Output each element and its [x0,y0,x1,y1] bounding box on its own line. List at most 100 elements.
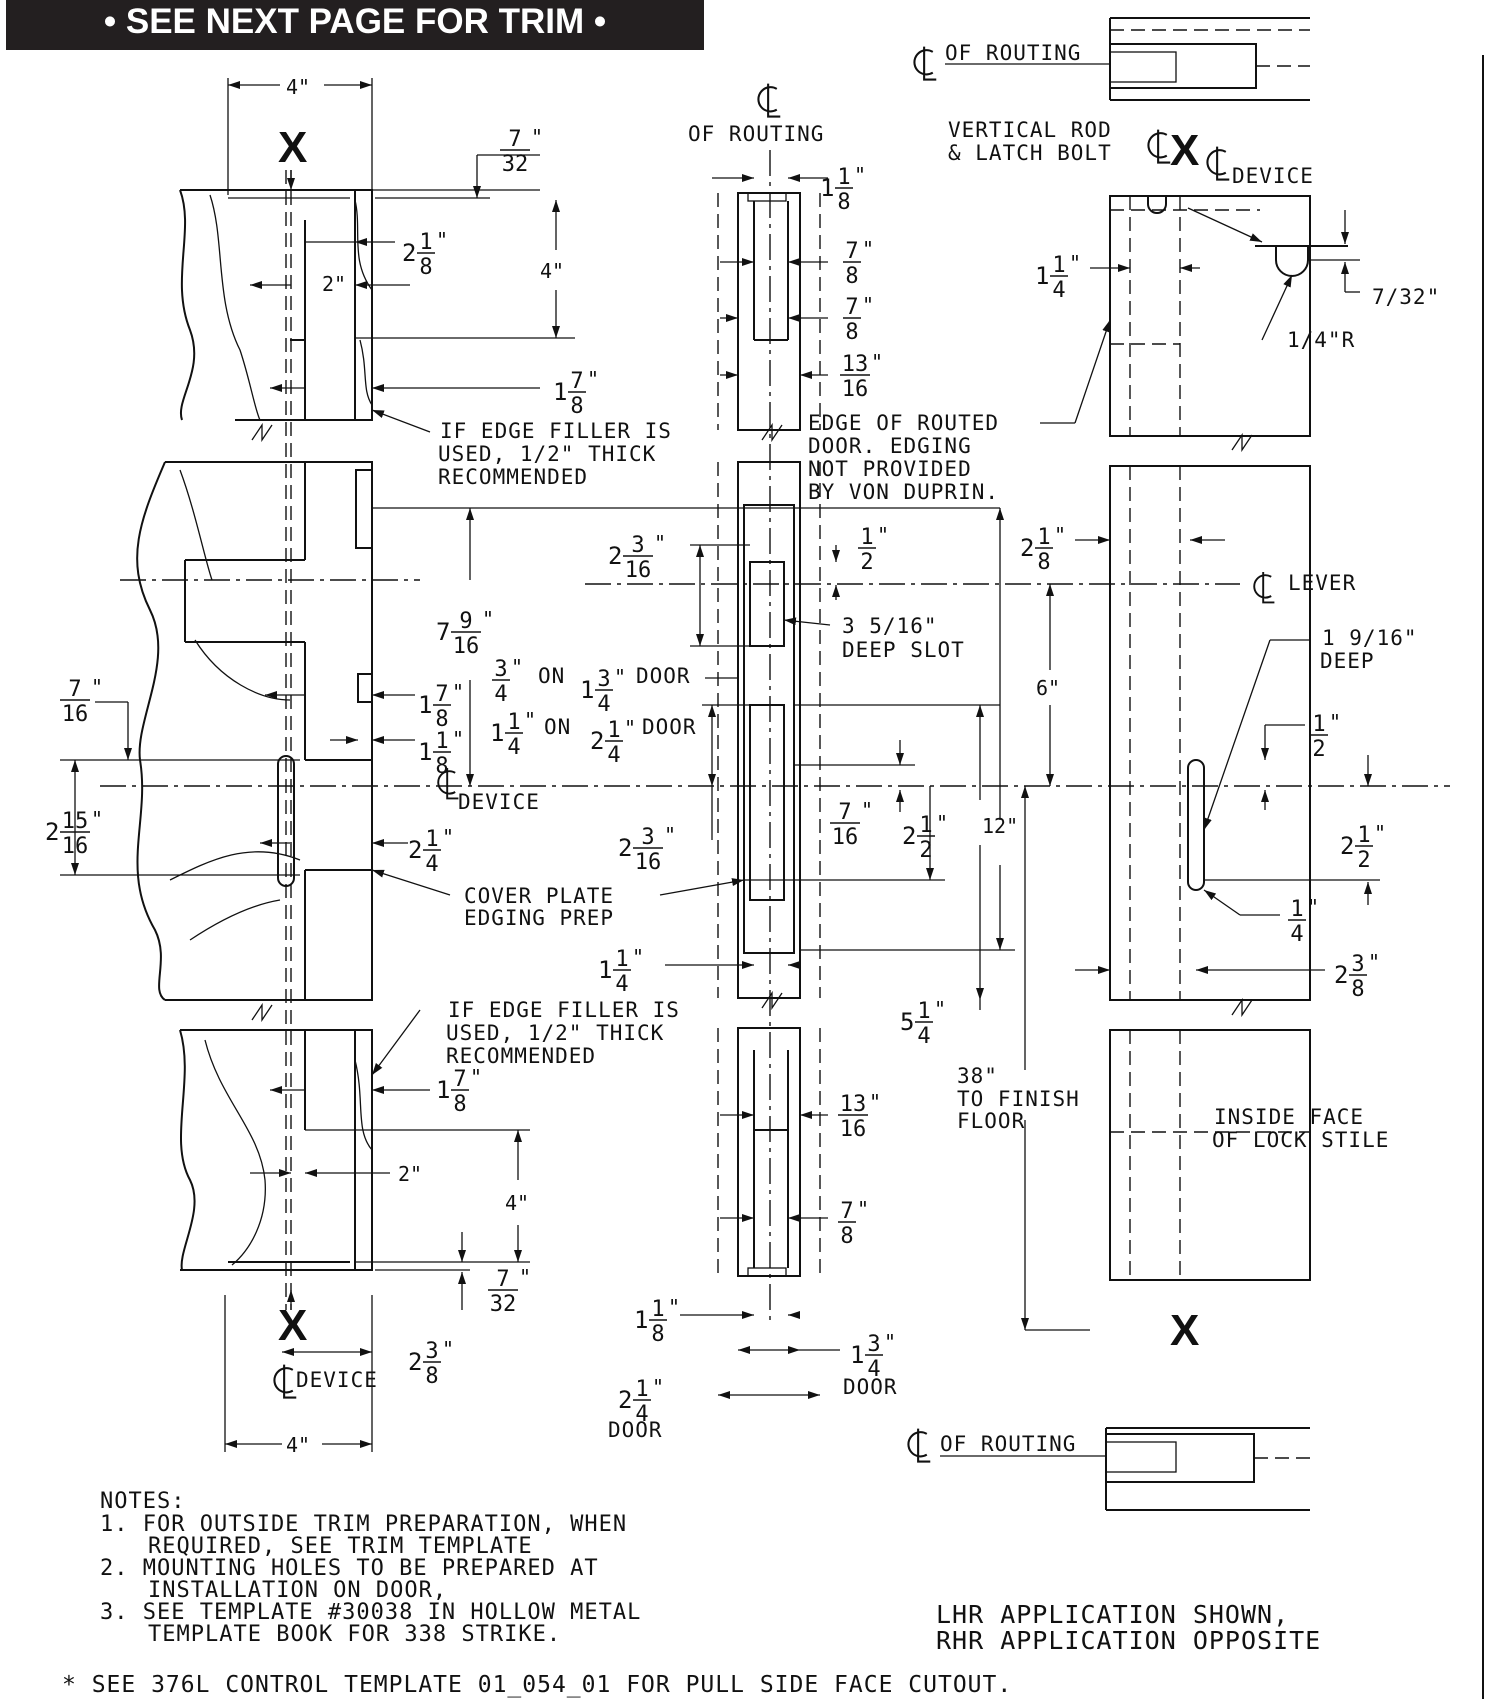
fraction-denominator: 8 [419,255,432,280]
fraction-denominator: 4 [425,852,438,877]
application-note: LHR APPLICATION SHOWN, [936,1600,1289,1629]
dim-label: 4" [286,1433,310,1457]
fraction-numerator: 1 [1357,823,1370,848]
fraction-dimension: 78" [843,237,874,289]
inch-mark: " [877,523,889,547]
fraction-denominator: 4 [1290,922,1303,947]
fraction-numerator: 1 [1037,525,1050,550]
fraction-whole: 1 [580,676,594,704]
fraction-denominator: 8 [435,754,448,779]
cover-plate-note: COVER PLATE [464,884,614,908]
fraction-denominator: 8 [1037,550,1050,575]
fraction-dimension: 14" [1288,895,1319,947]
centerline-symbol [1253,570,1276,604]
fraction-numerator: 3 [1351,952,1364,977]
centerline-symbol [913,45,938,81]
fraction-numerator: 3 [597,667,610,692]
fraction-whole: 2 [408,836,422,864]
fraction-numerator: 1 [507,710,520,735]
fraction-whole: 1 [820,174,834,202]
inch-mark: " [854,163,866,187]
fraction-whole: 2 [1334,961,1348,989]
fraction-numerator: 3 [867,1332,880,1357]
fraction-dimension: 12" [858,523,889,575]
fraction-whole: 1 [436,1076,450,1104]
inch-mark: " [531,125,543,149]
fraction-whole: 1 [850,1341,864,1369]
fraction-numerator: 1 [615,947,628,972]
note-line: 1. FOR OUTSIDE TRIM PREPARATION, WHEN [100,1512,627,1537]
note-line: 2. MOUNTING HOLES TO BE PREPARED AT [100,1556,599,1581]
fraction-whole: 2 [402,239,416,267]
deep-note: 1 9/16" [1322,626,1418,650]
fraction-dimension: 12" [1310,710,1341,762]
x-mark: X [1170,1306,1199,1355]
device-label: DEVICE [1232,164,1314,188]
fraction-denominator: 4 [1052,278,1065,303]
fraction-numerator: 3 [641,825,654,850]
fraction-numerator: 7 [453,1067,466,1092]
of-routing-label: OF ROUTING [688,122,824,146]
fraction-denominator: 32 [490,1292,517,1317]
dim-label: 12" [982,814,1018,838]
fraction-denominator: 8 [1351,977,1364,1002]
fraction-whole: 2 [618,1386,632,1414]
fraction-numerator: 1 [837,165,850,190]
note-line: 3. SEE TEMPLATE #30038 IN HOLLOW METAL [100,1600,641,1625]
dim-label: 2" [322,272,346,296]
fraction-numerator: 7 [435,682,448,707]
edge-routed-note: DOOR. EDGING [808,434,972,458]
fraction-numerator: 13 [842,352,869,377]
edge-filler-note: RECOMMENDED [438,465,588,489]
fraction-numerator: 1 [1052,253,1065,278]
fraction-dimension: 732" [488,1265,531,1317]
radius-label: 1/4"R [1287,328,1355,352]
on-door-label: ON [544,715,571,739]
dim-label: 2" [398,1162,422,1186]
fraction-whole: 1 [598,956,612,984]
inch-mark: " [1307,895,1319,919]
fraction-numerator: 7 [570,369,583,394]
fraction-denominator: 16 [635,850,662,875]
fraction-numerator: 1 [425,827,438,852]
inch-mark: " [857,1197,869,1221]
edge-filler-note: RECOMMENDED [446,1044,596,1068]
fraction-numerator: 1 [635,1377,648,1402]
inch-mark: " [91,807,103,831]
vertical-rod-label: & LATCH BOLT [948,141,1112,165]
fraction-whole: 2 [902,822,916,850]
see-next-page-banner: • SEE NEXT PAGE FOR TRIM • [6,0,704,50]
x-mark: X [278,123,307,172]
fraction-denominator: 8 [837,190,850,215]
fraction-denominator: 4 [507,735,520,760]
fraction-denominator: 4 [635,1402,648,1427]
fraction-denominator: 8 [570,394,583,419]
fraction-whole: 2 [45,818,59,846]
edge-routed-note: NOT PROVIDED [808,457,972,481]
edge-filler-note: USED, 1/2" THICK [446,1021,664,1045]
dim-label: 4" [540,259,564,283]
fraction-numerator: 7 [838,800,851,825]
slot-note: DEEP SLOT [842,638,965,662]
finish-floor-note: 38" [957,1064,998,1088]
device-label: DEVICE [296,1368,378,1392]
inch-mark: " [470,1065,482,1089]
right-stile-view [585,17,1348,1511]
inch-mark: " [1054,523,1066,547]
fraction-numerator: 1 [1290,897,1303,922]
inch-mark: " [862,237,874,261]
inside-face-note: OF LOCK STILE [1212,1128,1389,1152]
edge-filler-note: IF EDGE FILLER IS [440,419,672,443]
fraction-numerator: 1 [860,525,873,550]
cover-plate-note: EDGING PREP [464,906,614,930]
